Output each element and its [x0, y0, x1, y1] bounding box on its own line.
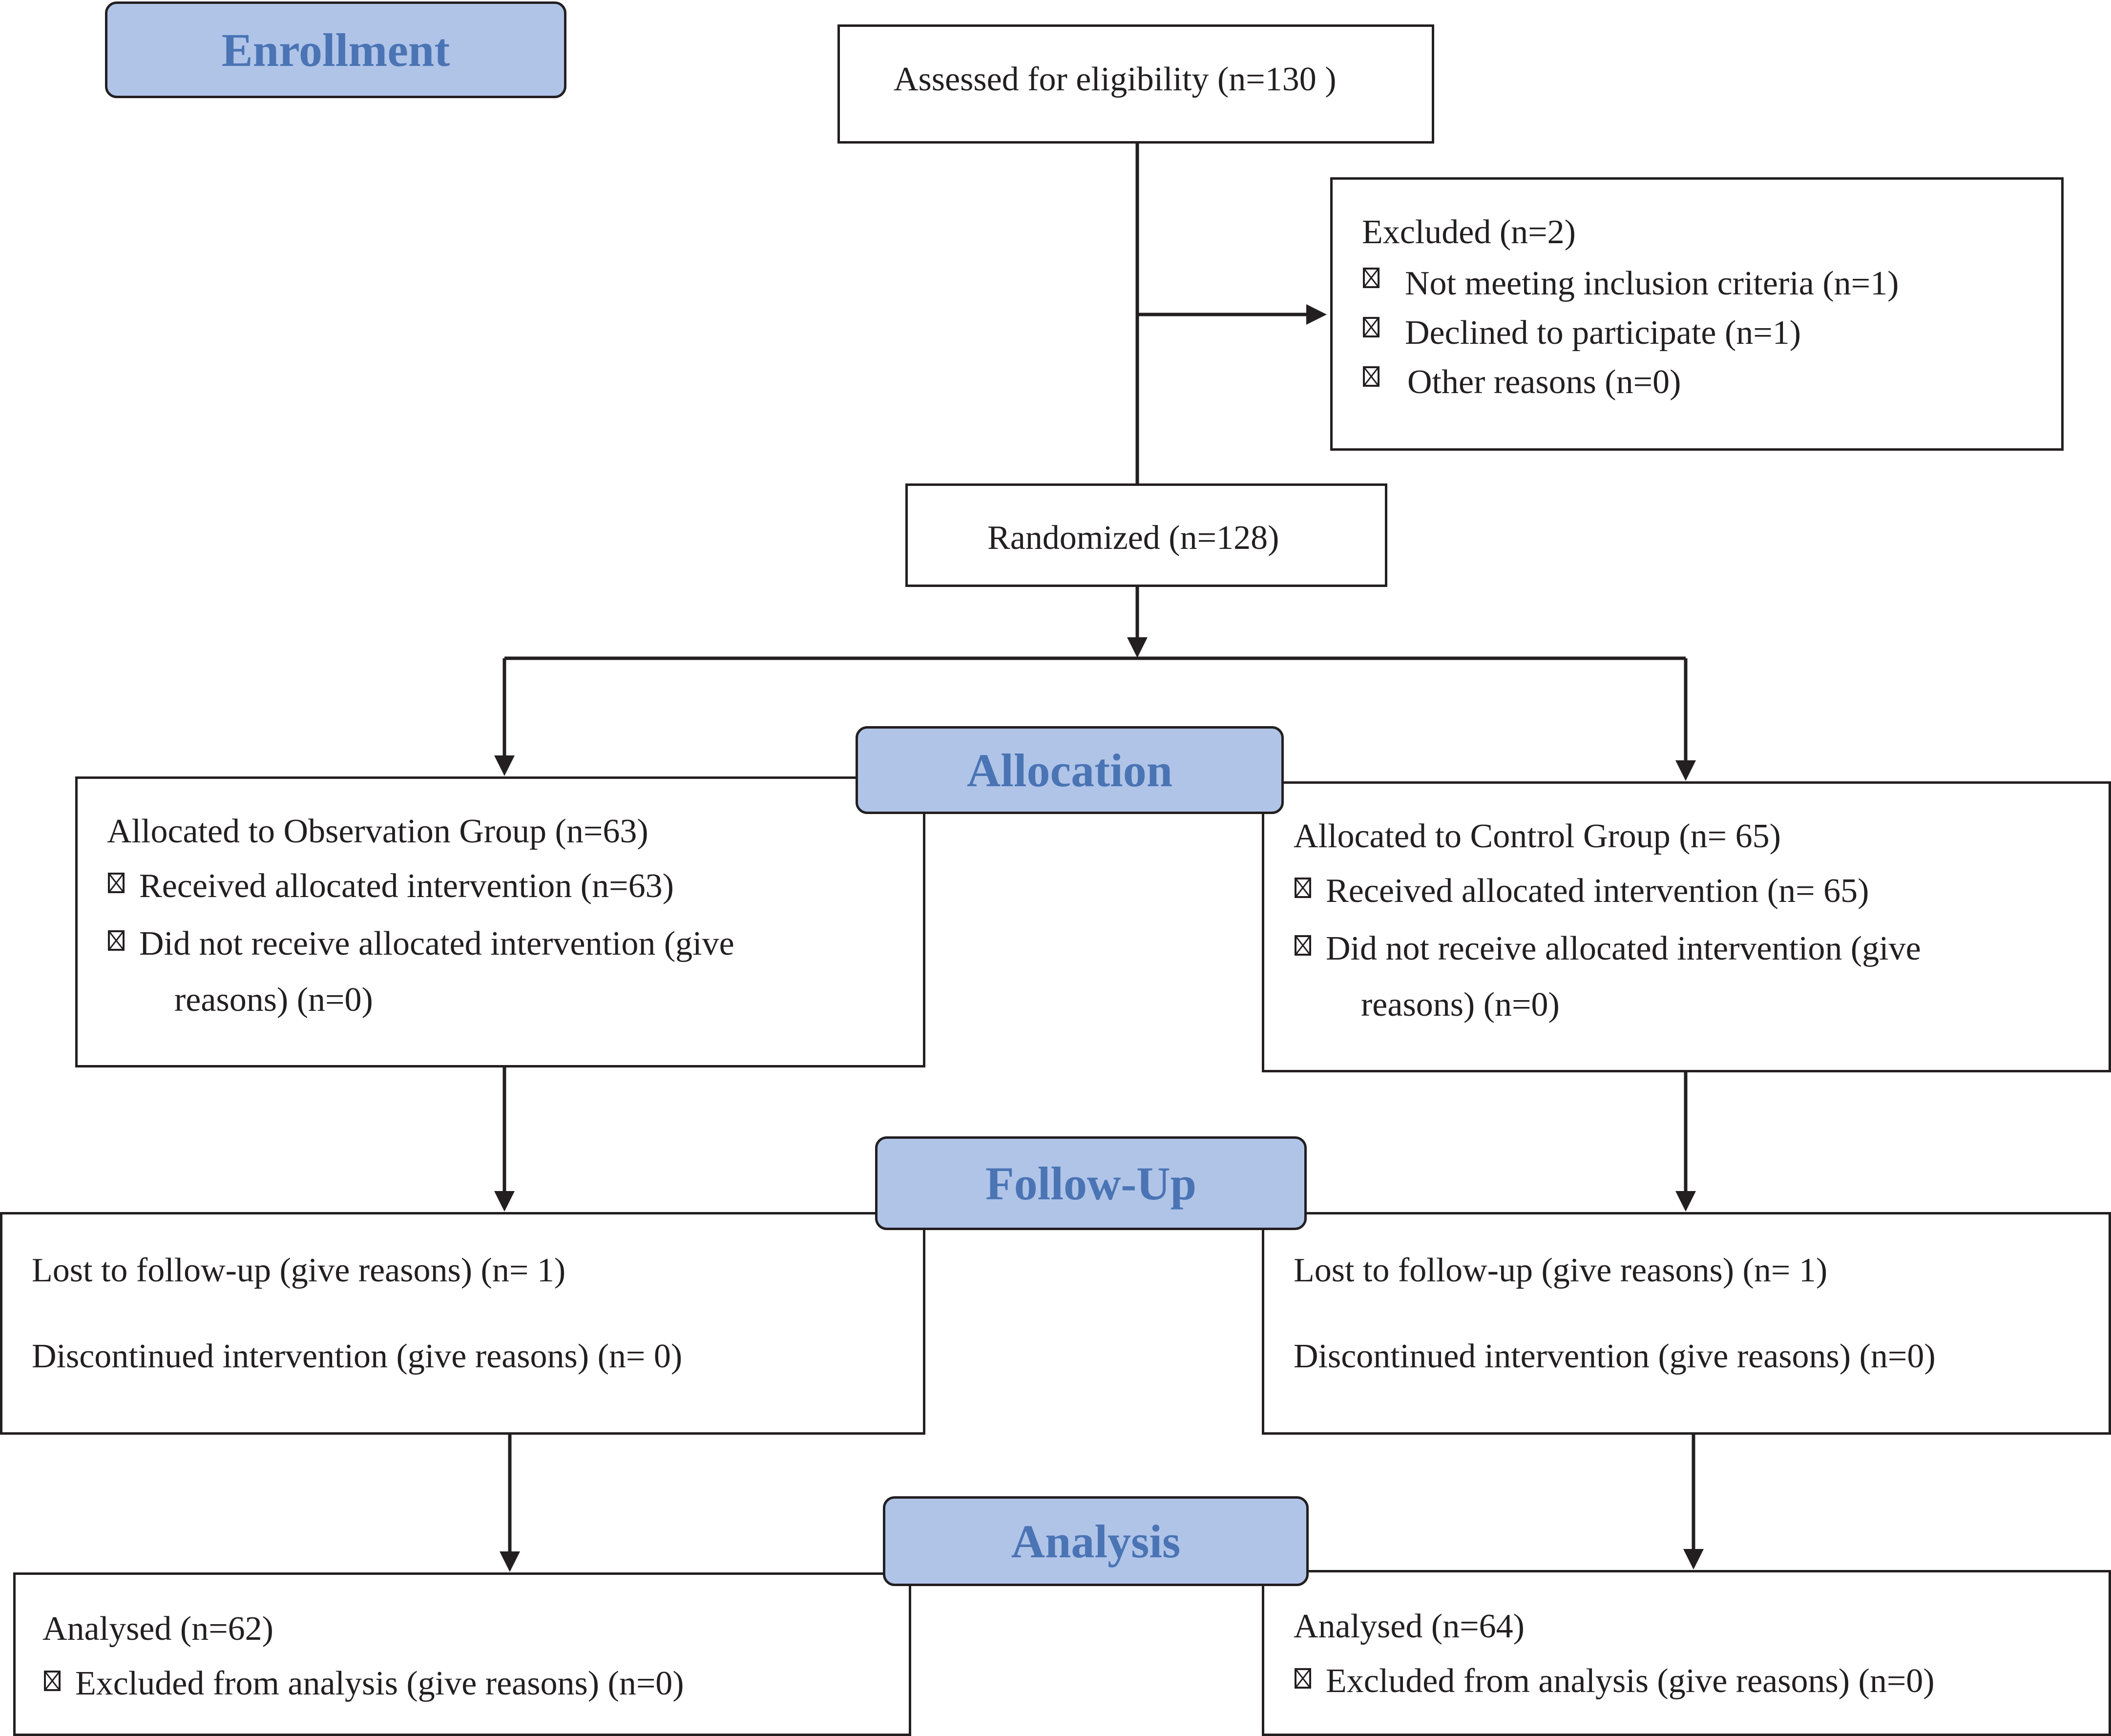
excluded-item: Other reasons (n=0): [1407, 363, 1681, 401]
stage-follow-up: Follow-Up: [875, 1136, 1307, 1230]
checkbox-icon: [1363, 366, 1379, 387]
observation-not-received: Did not receive allocated intervention (…: [139, 925, 734, 962]
excluded-item: Declined to participate (n=1): [1405, 314, 1801, 352]
checkbox-icon: [44, 1671, 61, 1691]
control-discontinued: Discontinued intervention (give reasons)…: [1294, 1338, 1936, 1375]
checkbox-icon: [1295, 935, 1311, 956]
observation-discontinued: Discontinued intervention (give reasons)…: [32, 1338, 683, 1375]
observation-excluded-analysis: Excluded from analysis (give reasons) (n…: [75, 1665, 684, 1702]
randomized-box: Randomized (n=128): [905, 483, 1387, 587]
observation-analysed: Analysed (n=62): [42, 1610, 273, 1648]
control-excluded-analysis: Excluded from analysis (give reasons) (n…: [1326, 1662, 1935, 1700]
checkbox-icon: [1363, 317, 1379, 337]
control-lost: Lost to follow-up (give reasons) (n= 1): [1294, 1252, 1828, 1289]
stage-analysis: Analysis: [883, 1496, 1309, 1586]
excluded-title: Excluded (n=2): [1362, 213, 1576, 251]
observation-allocated: Allocated to Observation Group (n=63): [107, 813, 648, 850]
checkbox-icon: [1295, 1668, 1311, 1689]
checkbox-icon: [1295, 878, 1311, 898]
control-not-received-reasons: reasons) (n=0): [1361, 986, 1560, 1024]
randomized-text: Randomized (n=128): [987, 519, 1279, 557]
stage-enrollment: Enrollment: [105, 1, 566, 98]
checkbox-icon: [108, 873, 125, 893]
control-analysis-box: Analysed (n=64) Excluded from analysis (…: [1262, 1570, 2111, 1736]
assessed-box: Assessed for eligibility (n=130 ): [837, 24, 1434, 144]
observation-received: Received allocated intervention (n=63): [139, 867, 674, 905]
checkbox-icon: [1363, 268, 1379, 288]
control-allocated: Allocated to Control Group (n= 65): [1294, 817, 1781, 855]
checkbox-icon: [108, 930, 125, 951]
control-allocation-box: Allocated to Control Group (n= 65) Recei…: [1262, 781, 2111, 1072]
control-analysed: Analysed (n=64): [1294, 1608, 1525, 1645]
stage-allocation: Allocation: [856, 726, 1284, 814]
assessed-text: Assessed for eligibility (n=130 ): [894, 61, 1337, 98]
control-received: Received allocated intervention (n= 65): [1326, 872, 1869, 910]
observation-lost: Lost to follow-up (give reasons) (n= 1): [32, 1252, 566, 1289]
observation-followup-box: Lost to follow-up (give reasons) (n= 1) …: [0, 1212, 925, 1435]
control-followup-box: Lost to follow-up (give reasons) (n= 1) …: [1262, 1212, 2111, 1435]
control-not-received: Did not receive allocated intervention (…: [1326, 930, 1921, 967]
excluded-box: Excluded (n=2) Not meeting inclusion cri…: [1330, 177, 2064, 451]
observation-not-received-reasons: reasons) (n=0): [174, 981, 373, 1019]
observation-allocation-box: Allocated to Observation Group (n=63) Re…: [75, 776, 925, 1067]
observation-analysis-box: Analysed (n=62) Excluded from analysis (…: [13, 1572, 911, 1736]
excluded-item: Not meeting inclusion criteria (n=1): [1405, 265, 1899, 302]
